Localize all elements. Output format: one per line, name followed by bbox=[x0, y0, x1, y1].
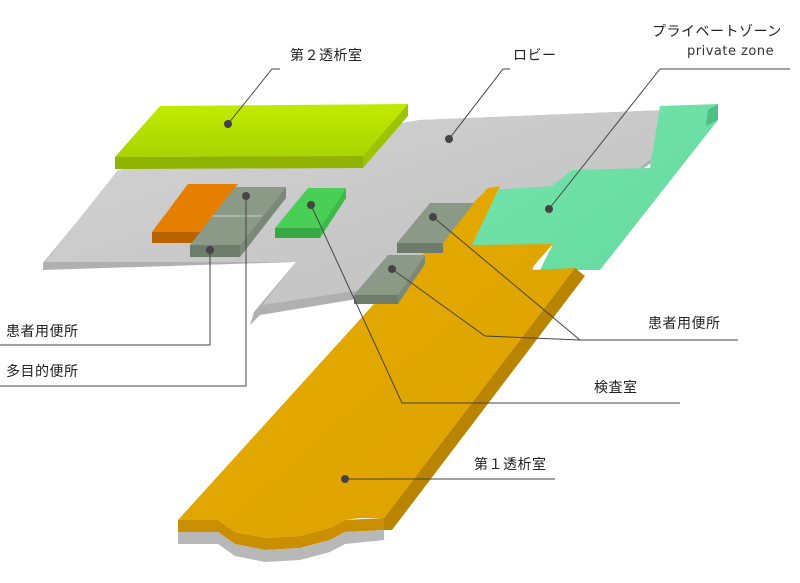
dialysis-room-2-block bbox=[115, 104, 408, 169]
label-dialysis-room-1: 第１透析室 bbox=[474, 457, 547, 473]
label-patient-toilet-right: 患者用便所 bbox=[648, 316, 721, 332]
patient-toilet-right-blocks bbox=[354, 203, 474, 304]
dialysis-room-1-block bbox=[178, 186, 585, 562]
label-dialysis-room-2: 第２透析室 bbox=[290, 48, 363, 64]
label-multipurpose-toilet: 多目的便所 bbox=[6, 364, 79, 380]
label-exam-room: 検査室 bbox=[594, 380, 638, 396]
multipurpose-toilet-block bbox=[190, 187, 286, 257]
leader-lines bbox=[0, 68, 790, 483]
orange-room-block bbox=[152, 184, 238, 243]
label-patient-toilet-left: 患者用便所 bbox=[6, 324, 79, 340]
label-lobby: ロビー bbox=[513, 48, 557, 64]
label-private-zone-jp: プライベートゾーン bbox=[652, 24, 782, 40]
label-private-zone-en: private zone bbox=[687, 44, 775, 59]
